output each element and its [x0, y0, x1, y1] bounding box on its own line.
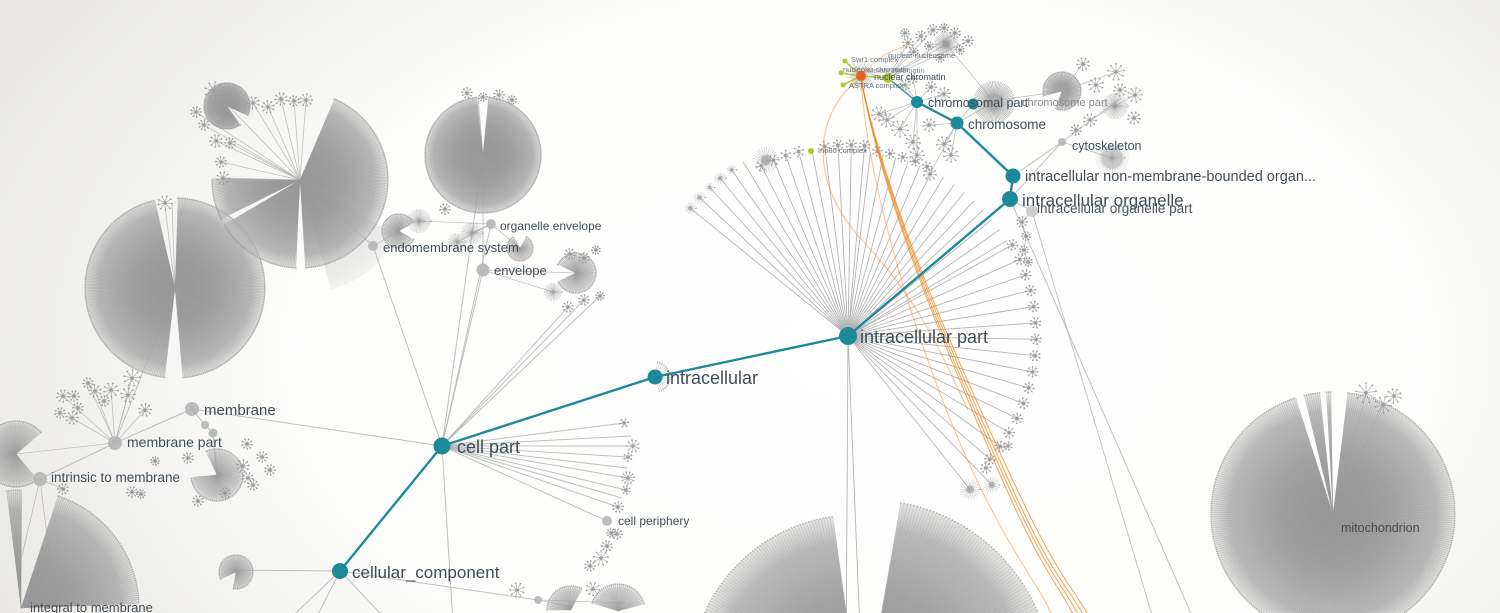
- svg-text:intracellular non-membrane-bou: intracellular non-membrane-bounded organ…: [1025, 169, 1316, 185]
- svg-text:Ino80 complex: Ino80 complex: [818, 146, 867, 155]
- svg-text:chromosomal part: chromosomal part: [928, 96, 1029, 110]
- svg-text:cell part: cell part: [457, 437, 520, 457]
- svg-text:nuclear chromatin: nuclear chromatin: [874, 72, 946, 82]
- svg-text:chromosome part: chromosome part: [1022, 97, 1108, 109]
- svg-text:cellular_component: cellular_component: [352, 563, 500, 582]
- svg-text:mitochondrion: mitochondrion: [1341, 521, 1420, 535]
- svg-text:cell periphery: cell periphery: [618, 514, 689, 528]
- svg-text:intracellular: intracellular: [666, 368, 758, 388]
- svg-text:nucleolar chromatin: nucleolar chromatin: [843, 65, 908, 74]
- svg-text:envelope: envelope: [494, 263, 547, 278]
- svg-text:cytoskeleton: cytoskeleton: [1072, 139, 1142, 153]
- svg-text:organelle envelope: organelle envelope: [500, 219, 602, 233]
- svg-text:Swr1 complex: Swr1 complex: [851, 55, 898, 64]
- svg-text:intracellular organelle: intracellular organelle: [1022, 191, 1184, 210]
- svg-text:integral to membrane: integral to membrane: [30, 600, 153, 613]
- svg-text:intrinsic to membrane: intrinsic to membrane: [51, 470, 180, 485]
- svg-text:nuclear chromatin: nuclear chromatin: [865, 66, 925, 75]
- svg-text:membrane part: membrane part: [127, 434, 222, 450]
- svg-text:ASTRA complex: ASTRA complex: [849, 81, 904, 90]
- svg-text:intracellular part: intracellular part: [860, 327, 988, 347]
- svg-text:chromosome: chromosome: [968, 117, 1046, 132]
- svg-text:endomembrane system: endomembrane system: [383, 240, 519, 255]
- svg-text:intracellular organelle part: intracellular organelle part: [1037, 201, 1193, 216]
- svg-text:nuclear nucleosome: nuclear nucleosome: [888, 51, 955, 60]
- svg-text:membrane: membrane: [204, 402, 276, 419]
